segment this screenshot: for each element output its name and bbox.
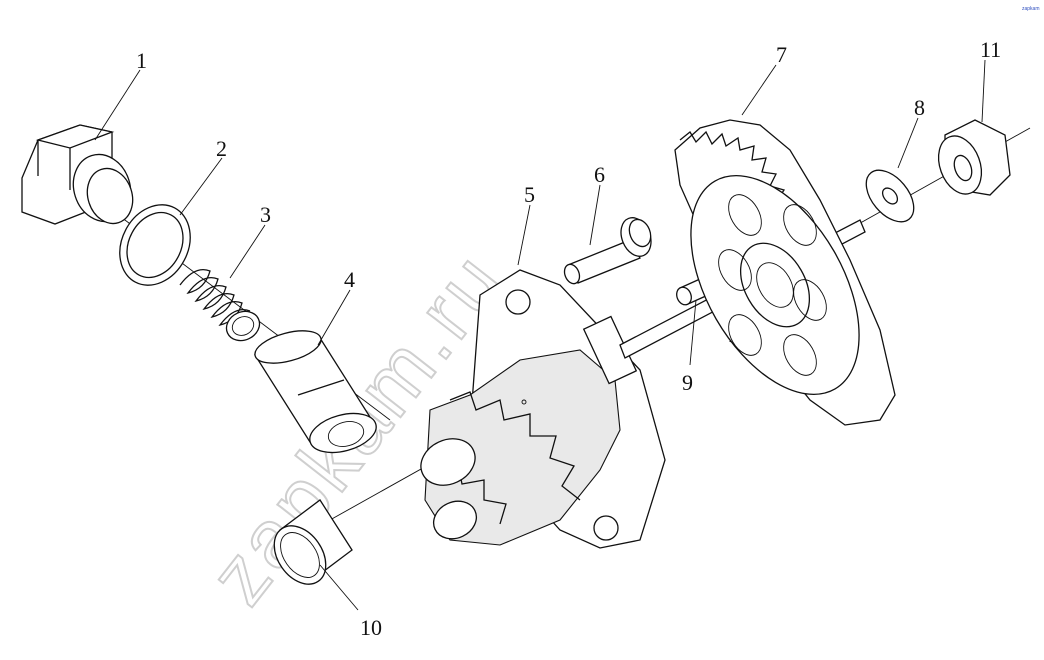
callout-10: 10	[360, 615, 382, 640]
callout-1: 1	[136, 48, 147, 73]
callout-4: 4	[344, 267, 355, 292]
flange-nut-part	[937, 119, 1011, 196]
callout-9: 9	[682, 370, 693, 395]
bolt-part	[563, 217, 652, 285]
callout-7: 7	[776, 42, 787, 67]
callout-2: 2	[216, 136, 227, 161]
callout-3: 3	[260, 202, 271, 227]
corner-mark: zapkam	[1022, 6, 1040, 12]
callout-labels: 1 2 3 4 5 6 7 8 9 10 11	[136, 37, 1001, 640]
drive-gear-part	[674, 119, 896, 426]
valve-sleeve-part	[253, 330, 377, 454]
spring-part	[179, 268, 261, 342]
pump-housing-part	[420, 269, 666, 549]
hex-plug-part	[21, 124, 134, 225]
sealing-washer-part	[119, 204, 191, 286]
callout-5: 5	[524, 182, 535, 207]
callout-8: 8	[914, 95, 925, 120]
flat-washer-part	[865, 169, 915, 223]
callout-11: 11	[980, 37, 1001, 62]
bushing-part	[273, 499, 353, 585]
leader-lines	[94, 59, 986, 611]
callout-6: 6	[594, 162, 605, 187]
